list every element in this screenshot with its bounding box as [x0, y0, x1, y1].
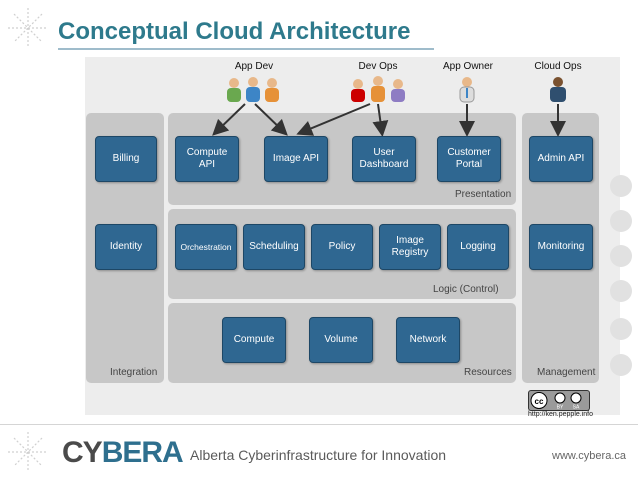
footer-divider [0, 424, 638, 425]
footer-tagline: Alberta Cyberinfrastructure for Innovati… [190, 447, 447, 463]
role-dev-ops: Dev Ops [358, 61, 398, 72]
title-underline [58, 48, 434, 50]
license-url: http://ken.pepple.info [528, 411, 593, 418]
arrow-devops-image-api [296, 103, 371, 136]
image-registry-box: Image Registry [379, 224, 441, 270]
decor-dot [610, 280, 632, 302]
cc-license-icon: cc BY SA [530, 392, 582, 411]
cloud-ops-person-icon [550, 77, 566, 102]
admin-api-box: Admin API [529, 136, 593, 182]
decor-dot [610, 354, 632, 376]
image-api-box: Image API [264, 136, 328, 182]
app-dev-people-icon [227, 77, 279, 102]
logo-part-a: CY [62, 436, 103, 469]
orchestration-box: Orchestration [175, 224, 237, 270]
compute-api-box: Compute API [175, 136, 239, 182]
logging-box: Logging [447, 224, 509, 270]
volume-box: Volume [309, 317, 373, 363]
resources-label: Resources [464, 367, 512, 378]
logo-part-b: BERA [101, 436, 184, 469]
user-dashboard-box: User Dashboard [352, 136, 416, 182]
compute-box: Compute [222, 317, 286, 363]
decor-dot [610, 245, 632, 267]
arrow-appdev-compute-api [212, 103, 246, 136]
cc-sa-label: SA [573, 405, 580, 411]
arrow-appdev-image-api [254, 103, 288, 136]
footer-url[interactable]: www.cybera.ca [552, 450, 626, 462]
integration-label: Integration [110, 367, 158, 378]
app-owner-person-icon [459, 77, 475, 103]
management-label: Management [537, 367, 596, 378]
role-app-owner: App Owner [442, 61, 494, 72]
cybera-logo: CYBERA [62, 436, 184, 470]
cc-license-badge: cc BY SA [528, 390, 590, 411]
page-title: Conceptual Cloud Architecture [58, 18, 411, 45]
policy-box: Policy [311, 224, 373, 270]
decor-dot [610, 210, 632, 232]
network-box: Network [396, 317, 460, 363]
presentation-label: Presentation [455, 189, 512, 200]
snowflake-icon [8, 8, 48, 48]
dev-ops-people-icon [351, 76, 405, 102]
role-cloud-ops: Cloud Ops [534, 61, 582, 72]
decor-dot [610, 318, 632, 340]
arrow-devops-user-dashboard [372, 103, 389, 137]
decor-dot [610, 175, 632, 197]
scheduling-box: Scheduling [243, 224, 305, 270]
cc-mark: cc [535, 397, 544, 406]
customer-portal-box: Customer Portal [437, 136, 501, 182]
identity-box: Identity [95, 224, 157, 270]
billing-box: Billing [95, 136, 157, 182]
logic-label: Logic (Control) [433, 284, 499, 295]
role-app-dev: App Dev [234, 61, 274, 72]
snowflake-icon [8, 432, 48, 472]
monitoring-box: Monitoring [529, 224, 593, 270]
cc-by-label: BY [557, 405, 564, 411]
